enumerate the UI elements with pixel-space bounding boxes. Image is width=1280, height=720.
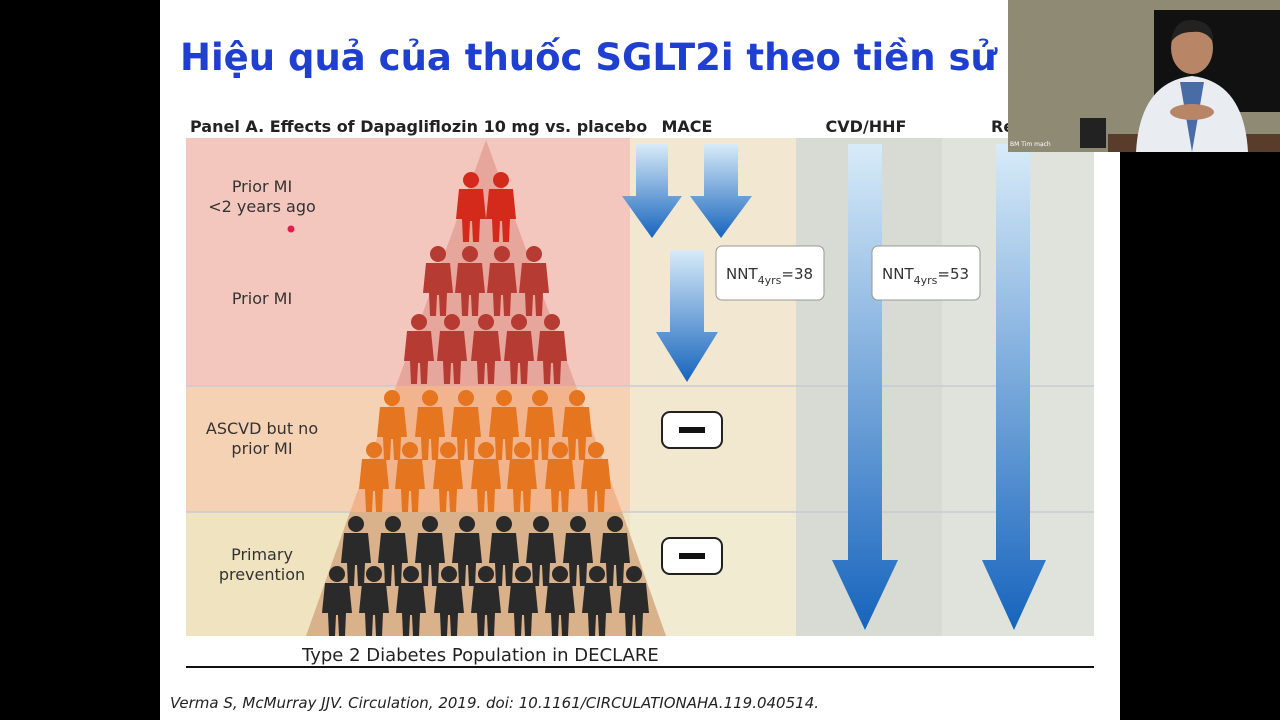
- nnt-cvd-hhf-text: NNT4yrs=53: [882, 265, 969, 287]
- person-icon: [508, 566, 538, 636]
- presenter-hair: [1171, 19, 1214, 42]
- neutral-dash-ascvd: [679, 427, 705, 433]
- column-header-mace: MACE: [662, 117, 713, 136]
- person-icon: [537, 314, 567, 384]
- presenter-hands: [1170, 104, 1214, 120]
- webcam-name-tag: BM Tim mạch: [1010, 141, 1051, 148]
- row-label-ascvd-line1: ASCVD but no: [206, 419, 318, 438]
- slide-title: Hiệu quả của thuốc SGLT2i theo tiền sử N…: [180, 36, 1120, 79]
- person-icon: [452, 516, 482, 586]
- person-icon: [504, 314, 534, 384]
- row-label-primary-line2: prevention: [219, 565, 305, 584]
- laptop-screen: [1080, 118, 1106, 148]
- person-icon: [434, 566, 464, 636]
- person-icon: [415, 390, 445, 460]
- mace-arrow-2: [690, 144, 752, 238]
- webcam-scene: [1008, 0, 1280, 152]
- person-icon: [489, 516, 519, 586]
- presentation-slide: Hiệu quả của thuốc SGLT2i theo tiền sử N…: [160, 0, 1120, 720]
- person-icon: [545, 566, 575, 636]
- person-icon: [526, 516, 556, 586]
- webcam-thumbnail[interactable]: BM Tim mạch: [1008, 0, 1280, 152]
- person-icon: [456, 172, 486, 242]
- person-icon: [395, 442, 425, 512]
- person-icon: [487, 246, 517, 316]
- mace-arrow-1: [622, 144, 682, 238]
- person-icon: [423, 246, 453, 316]
- pyramid-tier-top: [396, 140, 576, 386]
- person-icon: [455, 246, 485, 316]
- panel-title: Panel A. Effects of Dapagliflozin 10 mg …: [190, 117, 647, 136]
- row-label-ascvd-line2: prior MI: [231, 439, 292, 458]
- row-label-prior-mi: Prior MI: [232, 289, 292, 308]
- person-icon: [600, 516, 630, 586]
- person-icon: [451, 390, 481, 460]
- person-icon: [582, 566, 612, 636]
- person-icon: [322, 566, 352, 636]
- column-header-cvd-hhf: CVD/HHF: [826, 117, 907, 136]
- renal-arrow: [982, 144, 1046, 630]
- person-icon: [437, 314, 467, 384]
- declare-figure: Panel A. Effects of Dapagliflozin 10 mg …: [186, 117, 1094, 668]
- population-people: [322, 172, 649, 636]
- row-label-prior-mi-recent-line2: <2 years ago: [208, 197, 316, 216]
- person-icon: [341, 516, 371, 586]
- person-icon: [433, 442, 463, 512]
- person-icon: [563, 516, 593, 586]
- row-label-prior-mi-recent-line1: Prior MI: [232, 177, 292, 196]
- person-icon: [415, 516, 445, 586]
- laser-pointer-dot: [287, 225, 295, 233]
- person-icon: [404, 314, 434, 384]
- person-icon: [562, 390, 592, 460]
- person-icon: [486, 172, 516, 242]
- person-icon: [619, 566, 649, 636]
- person-icon: [519, 246, 549, 316]
- population-label: Type 2 Diabetes Population in DECLARE: [301, 645, 659, 666]
- person-icon: [545, 442, 575, 512]
- person-icon: [581, 442, 611, 512]
- video-side-panel: [1120, 152, 1280, 720]
- person-icon: [359, 442, 389, 512]
- person-icon: [471, 442, 501, 512]
- person-icon: [359, 566, 389, 636]
- person-icon: [471, 566, 501, 636]
- person-icon: [396, 566, 426, 636]
- row-label-primary-line1: Primary: [231, 545, 293, 564]
- nnt-box-mace: [715, 245, 825, 301]
- person-icon: [378, 516, 408, 586]
- mace-arrow-3: [656, 250, 718, 382]
- nnt-box-cvd-hhf: [871, 245, 981, 301]
- person-icon: [489, 390, 519, 460]
- presenter-head: [1171, 22, 1213, 74]
- nnt-mace-text: NNT4yrs=38: [726, 265, 813, 287]
- neutral-dash-primary: [679, 553, 705, 559]
- person-icon: [525, 390, 555, 460]
- person-icon: [471, 314, 501, 384]
- person-icon: [377, 390, 407, 460]
- person-icon: [507, 442, 537, 512]
- citation: Verma S, McMurray JJV. Circulation, 2019…: [170, 694, 819, 712]
